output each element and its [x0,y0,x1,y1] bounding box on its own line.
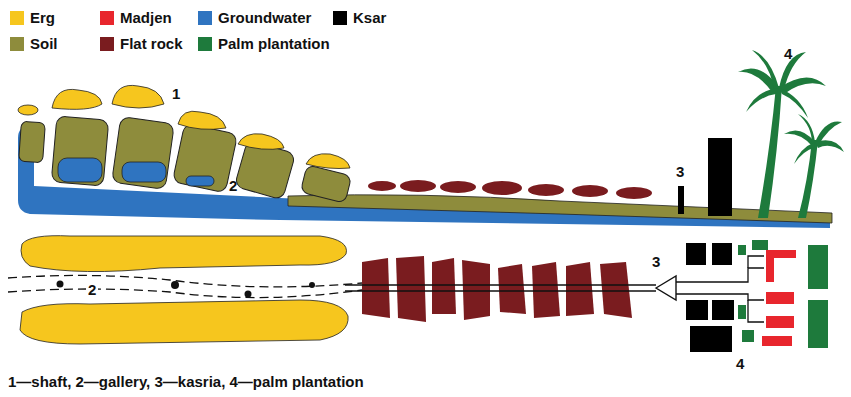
gallery-lines [8,275,362,297]
flat-rocks [368,180,652,199]
soil-blocks [19,116,352,203]
madjen-basins [762,250,796,346]
legend-swatch [100,11,114,25]
legend-text: Erg [30,10,55,25]
legend-entry: Palm plantation [198,36,330,51]
callout-number: 1 [172,86,180,101]
legend-text: Soil [30,36,58,51]
legend-text: Groundwater [218,10,311,25]
legend-swatch [198,37,212,51]
groundwater-pockets [58,158,214,186]
plantation-plots [738,240,828,348]
callout-number: 2 [229,178,237,193]
flat-rock-blocks [362,256,632,322]
legend-text: Ksar [353,10,386,25]
shaft-dots [57,281,316,298]
distribution-channels [676,256,764,322]
legend-swatch [10,37,24,51]
legend-text: Palm plantation [218,36,330,51]
legend-entry: Soil [10,36,58,51]
legend-text: Madjen [120,10,172,25]
legend-entry: Erg [10,10,55,25]
legend-swatch [198,11,212,25]
legend-swatch [333,11,347,25]
legend-entry: Groundwater [198,10,311,25]
ksar-blocks [686,243,734,352]
legend-swatch [100,37,114,51]
callout-number: 3 [652,254,660,269]
caption: 1—shaft, 2—gallery, 3—kasria, 4—palm pla… [8,374,364,389]
legend-entry: Ksar [333,10,386,25]
legend-entry: Flat rock [100,36,183,51]
callout-number: 2 [86,282,98,297]
erg-dunes [18,85,350,168]
legend-swatch [10,11,24,25]
callout-number: 3 [676,164,684,179]
gallery-channel [345,285,656,291]
callout-number: 4 [784,46,792,61]
palm-trees [738,50,844,218]
soil-layer [288,195,832,223]
legend-entry: Madjen [100,10,172,25]
ksar [678,138,732,216]
legend-text: Flat rock [120,36,183,51]
kasria [656,276,676,300]
callout-number: 4 [736,356,744,371]
